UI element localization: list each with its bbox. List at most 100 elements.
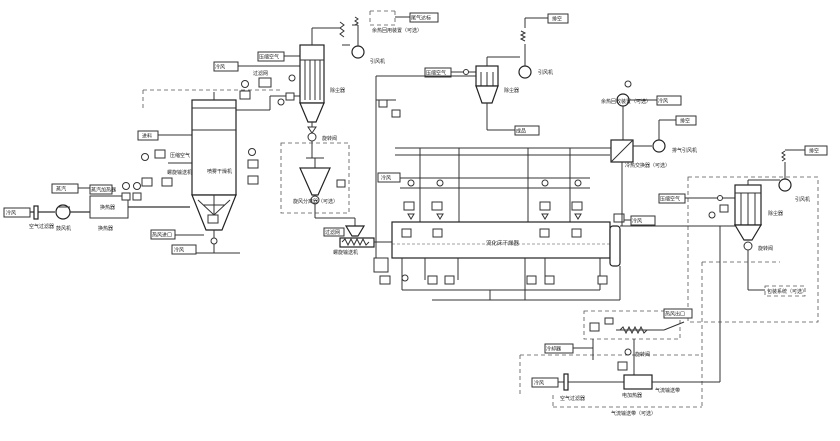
steam-heater-label: 蒸汽加热器	[91, 187, 116, 194]
waste-heat-device-label: 余热回用装置（可选）	[372, 27, 422, 34]
spray-dryer-label: 喷雾干燥机	[207, 168, 232, 175]
instrument-icon	[444, 275, 455, 285]
right-bag-filter-cone	[733, 224, 763, 241]
rotary-valve-icon	[307, 126, 317, 134]
compressed-air-label: 压缩空气	[170, 152, 190, 159]
instrument-icon	[247, 175, 259, 185]
fluid-bed-chamber	[391, 221, 611, 259]
cold-air-r-label: 冷风	[632, 218, 642, 225]
exhaust-fan-r-icon	[652, 139, 666, 153]
compressed-air-r-label: 压缩空气	[660, 196, 680, 203]
induced-fan-mid-icon	[518, 65, 532, 79]
exhaust-fan-r-label: 排气引风机	[672, 147, 697, 154]
instrument-icon	[247, 159, 259, 169]
instrument-icon	[391, 109, 401, 118]
induced-fan-label-right: 引风机	[795, 196, 810, 203]
compressed-air-3-label: 压缩空气	[259, 54, 279, 61]
instrument-icon	[161, 177, 173, 187]
gauge-icon	[708, 211, 716, 219]
silencer-icon	[781, 150, 786, 162]
instrument-icon	[141, 177, 153, 187]
rotary-valve-label-r: 旋转阀	[758, 245, 773, 252]
gauge-icon	[401, 274, 409, 282]
exhaust-mid-box	[547, 13, 569, 24]
dust-separator-label-left: 除尘器	[330, 87, 345, 94]
air-filter-label: 空气过滤器	[29, 223, 54, 230]
product-box-mid	[514, 125, 540, 136]
filter-label: 过滤网	[253, 70, 268, 77]
instrument-icon	[617, 361, 628, 371]
instrument-icon	[132, 192, 142, 201]
middle-dust-collector: 压缩空气 除尘器 成品 排空 引风机	[375, 13, 569, 270]
hot-air-out-box	[663, 308, 693, 319]
air-filter-b-label: 空气过滤器	[560, 395, 585, 402]
instrument-icon	[336, 179, 346, 188]
cold-heat-ex-label: 冷热交换器（可选）	[625, 162, 670, 169]
induced-fan-icon	[351, 45, 365, 59]
exhaust-right-label: 排空	[809, 148, 819, 155]
valve-icon	[717, 195, 723, 201]
gauge-icon	[624, 348, 632, 356]
cyclone-icon	[299, 167, 331, 196]
hopper-icon	[344, 225, 366, 237]
blower-label: 鼓风机	[56, 225, 71, 232]
right-dashed-box	[687, 176, 819, 323]
valve-icon	[307, 132, 317, 142]
fluid-bed-dryer: 冷风 流化床干燥器	[373, 147, 656, 301]
dust-separator-label-right: 除尘器	[768, 210, 783, 217]
gauge-icon	[122, 182, 130, 190]
pneumatic-conveyor-label: 气流输送带（可选）	[611, 410, 656, 417]
instrument-icon	[613, 213, 625, 223]
screw-icon	[341, 237, 370, 247]
heat-exchanger-inner-label: 换热器	[100, 204, 115, 211]
exhaust-mid-label: 排空	[552, 16, 562, 23]
instrument-icon	[571, 228, 582, 238]
valve-icon	[574, 213, 582, 220]
cooler-dashed-box	[583, 310, 681, 340]
vibrating-screen-label: 过滤网	[325, 229, 340, 236]
mid-bag-filter-cone	[475, 85, 499, 104]
induced-fan-r-icon	[778, 178, 792, 192]
air-filter-b-icon	[563, 373, 569, 391]
exhaust-top-box	[409, 12, 439, 23]
dust-collector-left: 冷风 压缩空气 过滤网 除尘器 旋转阀 引风机 余热回用装置（可选）	[142, 10, 439, 158]
instrument-icon	[401, 228, 412, 238]
valve-icon	[436, 213, 444, 220]
hot-air-out-label: 热风出口	[665, 311, 685, 318]
material-in-label: 进料	[142, 133, 152, 140]
instrument-icon	[526, 275, 537, 285]
induced-fan-label-mid: 引风机	[538, 69, 553, 76]
exhaust-right-box	[804, 145, 828, 156]
cold-air-b-label: 冷风	[534, 380, 544, 387]
instrument-icon	[431, 201, 443, 211]
instrument-icon	[544, 275, 555, 285]
bag-filter-cone	[299, 102, 325, 123]
instrument-icon	[589, 322, 600, 332]
cold-air-2-label: 冷风	[174, 247, 184, 254]
gauge-icon	[277, 98, 285, 106]
heat-recovery-label: 余热回收装置（可选）	[601, 98, 651, 105]
exhaust-r-label: 排空	[680, 118, 690, 125]
spray-dryer-body	[191, 99, 237, 196]
instrument-icon	[427, 275, 438, 285]
valve-icon	[463, 69, 469, 75]
cyclone-feed-section: 旋风分离器（可选） 过滤网 螺旋输送机	[280, 142, 375, 256]
valve-icon	[210, 237, 218, 245]
cooler-label: 冷却器	[546, 346, 561, 353]
fluid-bed-label: 流化床干燥器	[486, 239, 520, 247]
exhaust-top-label: 尾气达标	[411, 15, 431, 22]
hot-air-in-label: 热风进口	[152, 232, 172, 239]
gauge-icon	[407, 179, 415, 187]
valve-box	[258, 77, 272, 88]
instrument-icon	[539, 228, 550, 238]
valve-icon	[541, 213, 549, 220]
product-packing-box	[764, 285, 806, 297]
compressed-air-2-label: 冷风	[215, 64, 225, 71]
screw-feeder-inlet	[373, 257, 389, 273]
spray-dryer-tower: 喷雾干燥机 热风进口 冷风	[150, 80, 259, 255]
screw-feeder-label: 螺旋输送机	[333, 249, 358, 256]
vibrating-screen-box	[323, 227, 345, 237]
gauge-icon	[436, 179, 444, 187]
cold-air-top-r-label: 冷风	[658, 98, 668, 105]
heat-recovery-section: 余热回收装置（可选） 冷风 冷热交换器（可选） 排气引风机 排空	[601, 80, 697, 226]
